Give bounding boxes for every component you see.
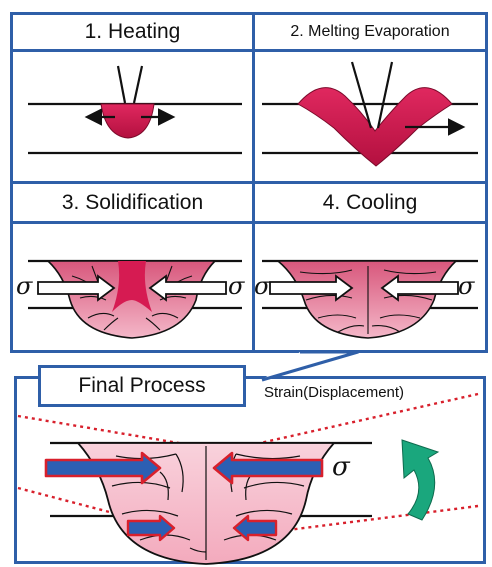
- sigma-left-solidification: σ: [16, 272, 32, 300]
- sigma-final: σ: [332, 452, 350, 482]
- sigma-right-cooling: σ: [458, 272, 474, 300]
- torch-left: [118, 66, 125, 103]
- sigma-left-cooling: σ: [254, 272, 270, 300]
- strain-label: Strain(Displacement): [264, 384, 404, 401]
- strain-arrow: [402, 440, 438, 520]
- final-process-title: Final Process: [38, 365, 246, 407]
- solidification-label: 3. Solidification: [10, 181, 255, 224]
- melting-drawing: [262, 62, 478, 166]
- cooling-label: 4. Cooling: [252, 181, 488, 224]
- sigma-right-solidification: σ: [228, 272, 244, 300]
- solidification-drawing: [28, 261, 242, 338]
- cooling-drawing: [262, 261, 478, 338]
- heating-label: 1. Heating: [10, 12, 255, 52]
- final-drawing: [18, 394, 478, 564]
- callout-tail: [262, 352, 358, 380]
- heat-zone: [101, 104, 154, 138]
- torch-right: [134, 66, 142, 103]
- heating-drawing: [28, 66, 242, 153]
- melting-label: 2. Melting Evaporation: [252, 12, 488, 52]
